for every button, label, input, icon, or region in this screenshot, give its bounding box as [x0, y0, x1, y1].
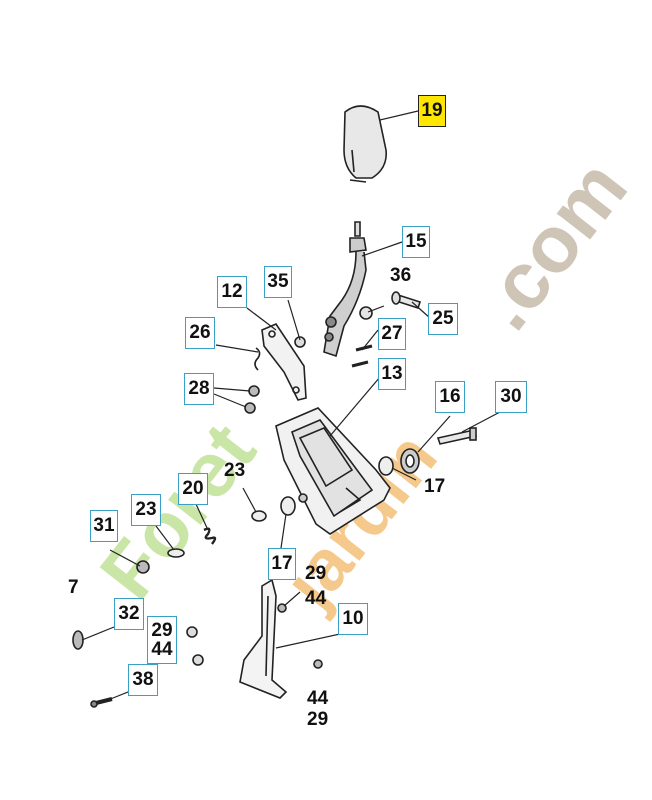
- callout-15: 15: [402, 226, 430, 258]
- washer-23a-part: [251, 510, 267, 522]
- callout-12: 12: [217, 276, 247, 308]
- leader-lines: [81, 110, 501, 701]
- callout-29-44: 29 44: [147, 616, 177, 664]
- callout-20: 20: [178, 473, 208, 505]
- spring-26-part: [254, 347, 261, 371]
- callout-31: 31: [90, 510, 118, 542]
- bolt-25-part: [391, 291, 422, 310]
- pin-30-part: [436, 427, 478, 445]
- label-23a: 23: [224, 460, 246, 481]
- callout-13: 13: [378, 358, 406, 390]
- washer-23b-part: [167, 548, 185, 558]
- gate-housing-part: [275, 407, 391, 535]
- fastener-44c-part: [192, 654, 204, 666]
- nut-35-part: [294, 336, 306, 348]
- callout-23b: 23: [131, 494, 161, 526]
- nut-31-part: [136, 560, 150, 574]
- callout-17b: 17: [268, 548, 296, 580]
- label-44b: 44: [307, 688, 329, 709]
- label-36: 36: [390, 265, 412, 286]
- label-44a: 44: [305, 588, 327, 609]
- callout-28: 28: [184, 373, 214, 405]
- label-17a: 17: [424, 476, 446, 497]
- fastener-44b-part: [313, 659, 323, 669]
- callout-27: 27: [378, 318, 406, 350]
- part-32: [72, 630, 84, 650]
- callout-32: 32: [114, 598, 144, 630]
- fastener-29b-part: [186, 626, 198, 638]
- callout-26: 26: [185, 317, 215, 349]
- callout-10: 10: [338, 603, 368, 635]
- callout-25: 25: [428, 303, 458, 335]
- shift-lever-part: [323, 221, 367, 358]
- bolts-27-part: [351, 344, 373, 368]
- label-29c: 29: [307, 709, 329, 730]
- washer-17a-part: [378, 456, 394, 476]
- bracket-10-part: [239, 578, 288, 699]
- spring-20-part: [203, 527, 217, 545]
- label-29a: 29: [305, 563, 327, 584]
- label-7: 7: [68, 577, 79, 598]
- callout-19: 19: [418, 95, 446, 127]
- bushing-16-part: [400, 448, 420, 474]
- knob-part: [343, 105, 388, 183]
- callout-35: 35: [264, 266, 292, 298]
- plate-part: [261, 323, 307, 401]
- nut-36-part: [359, 306, 373, 320]
- nuts-28-part: [244, 385, 260, 414]
- callout-16: 16: [435, 381, 465, 413]
- callout-38: 38: [128, 664, 158, 696]
- washer-17b-part: [280, 493, 308, 516]
- callout-30: 30: [495, 381, 527, 413]
